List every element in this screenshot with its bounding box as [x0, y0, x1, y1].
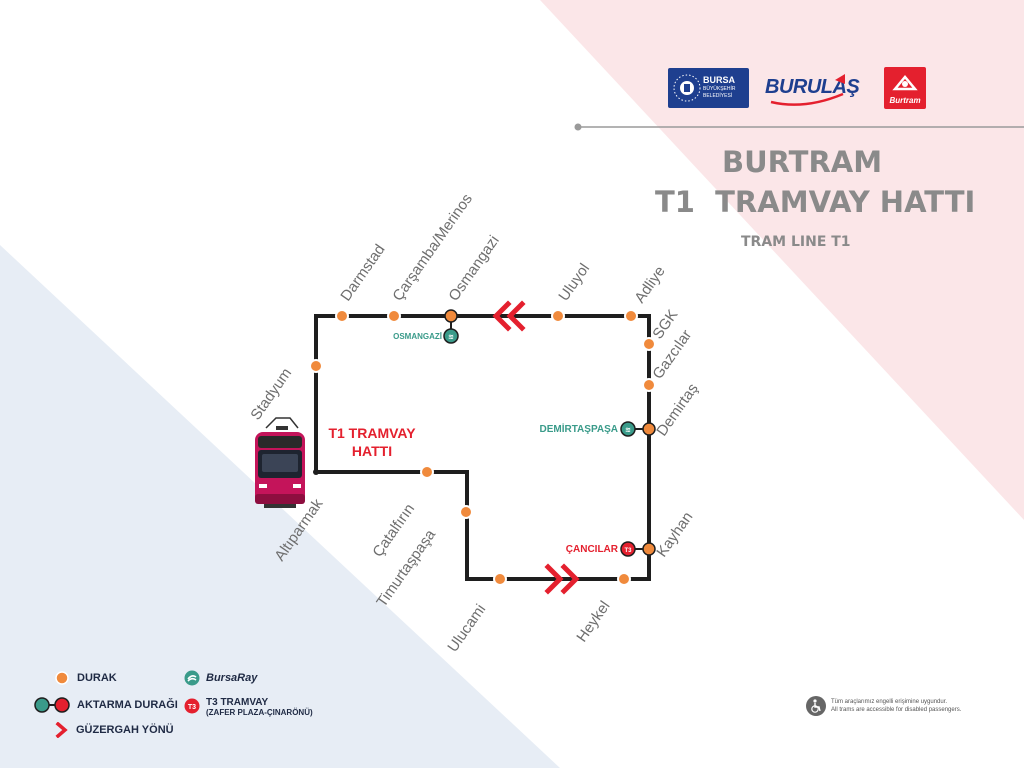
legend-stop-label: DURAK: [77, 672, 117, 684]
stop-darmstad[interactable]: Darmstad: [335, 241, 389, 323]
burtram-logo: Burtram: [884, 67, 926, 109]
stop-label: Osmangazi: [445, 232, 502, 304]
stop-stadyum[interactable]: Stadyum: [247, 359, 323, 423]
transfer-label: ÇANCILAR: [566, 544, 619, 555]
legend-stop: DURAK: [55, 671, 117, 685]
transfer-cancilar[interactable]: T3 ÇANCILAR: [566, 541, 636, 557]
burulas-swoosh-icon: [770, 74, 845, 106]
burulas-logo: BURULAŞ: [765, 70, 865, 110]
direction-chevron-icon: [55, 722, 68, 738]
stop-heykel[interactable]: Heykel: [573, 572, 631, 645]
stop-label: Uluyol: [555, 260, 593, 304]
stop-osmangazi[interactable]: Osmangazi: [444, 232, 503, 336]
burtram-emblem-icon: [892, 75, 918, 91]
direction-arrow-left-icon: [492, 300, 526, 332]
title-line-2: T1 TRAMVAY HATTI: [655, 185, 976, 219]
legend-transfer: AKTARMA DURAĞI: [34, 697, 178, 713]
transfer-osmangazi[interactable]: ≋ OSMANGAZİ: [393, 328, 459, 344]
subtitle: TRAM LINE T1: [741, 234, 851, 250]
stop-label: Darmstad: [337, 241, 388, 304]
accessibility-text-tr: Tüm araçlarımız engelli erişimine uygund…: [831, 699, 948, 705]
transfer-demirtaspasa[interactable]: ≋ DEMİRTAŞPAŞA: [539, 421, 636, 437]
accessibility-text-en: All trams are accessible for disabled pa…: [831, 707, 962, 713]
transfer-label: DEMİRTAŞPAŞA: [539, 422, 618, 435]
legend-direction: GÜZERGAH YÖNÜ: [54, 722, 174, 738]
t3-badge-icon: T3: [184, 698, 200, 714]
stop-ulucami[interactable]: Ulucami: [444, 572, 507, 655]
stop-label: Ulucami: [444, 601, 489, 655]
stop-dot-icon: [55, 671, 69, 685]
bursaray-icon: ≋: [625, 427, 631, 434]
legend-bursaray-label: BursaRay: [206, 672, 258, 684]
header-divider: [574, 123, 1024, 131]
tram-icon: [255, 417, 305, 508]
transfer-label: OSMANGAZİ: [393, 332, 442, 341]
transfer-pair-icon: [34, 697, 70, 713]
legend-direction-label: GÜZERGAH YÖNÜ: [76, 724, 174, 736]
legend-transfer-label: AKTARMA DURAĞI: [77, 699, 178, 711]
stop-demirtas[interactable]: Demirtaş: [628, 380, 702, 439]
legend-bursaray: BursaRay: [184, 669, 257, 687]
stop-label: Stadyum: [247, 365, 295, 423]
direction-arrow-right-icon: [544, 563, 580, 595]
bursa-logo-text-1: BURSA: [703, 75, 736, 85]
svg-text:T3: T3: [188, 704, 196, 711]
bursa-logo-text-3: BELEDİYESİ: [703, 93, 733, 99]
stop-timurtaspasa[interactable]: Timurtaşpaşa: [373, 505, 473, 610]
stop-kayhan[interactable]: Kayhan: [628, 509, 696, 560]
pink-background-triangle: [540, 0, 1024, 520]
stop-label: Demirtaş: [653, 380, 701, 439]
line-label-2: HATTI: [352, 443, 392, 459]
bursa-logo: BURSA BÜYÜKŞEHİR BELEDİYESİ: [668, 68, 749, 108]
stop-label: Heykel: [573, 598, 613, 645]
accessibility-note: Tüm araçlarımız engelli erişimine uygund…: [806, 696, 961, 716]
line-label-1: T1 TRAMVAY: [328, 425, 416, 441]
t3-badge-icon: T3: [624, 548, 632, 554]
legend-t3: T3 T3 TRAMVAY (ZAFER PLAZA-ÇINARÖNÜ): [184, 697, 313, 717]
bursaray-icon: [184, 670, 200, 686]
stop-label: Kayhan: [653, 509, 696, 560]
stop-uluyol[interactable]: Uluyol: [551, 260, 593, 323]
stop-carsamba-merinos[interactable]: Çarşamba/Merinos: [387, 191, 476, 323]
bursa-emblem-icon: [673, 74, 701, 102]
bursa-logo-text-2: BÜYÜKŞEHİR: [703, 86, 736, 92]
stop-label: Adliye: [631, 263, 668, 306]
title-line-1: BURTRAM: [722, 145, 883, 179]
wheelchair-icon: [806, 696, 826, 716]
burulas-logo-text: BURULAŞ: [765, 76, 860, 98]
bursaray-icon: ≋: [448, 334, 454, 341]
legend-t3-label: T3 TRAMVAY: [206, 697, 269, 708]
legend-t3-route: (ZAFER PLAZA-ÇINARÖNÜ): [206, 708, 313, 717]
burtram-logo-text: Burtram: [889, 96, 921, 105]
